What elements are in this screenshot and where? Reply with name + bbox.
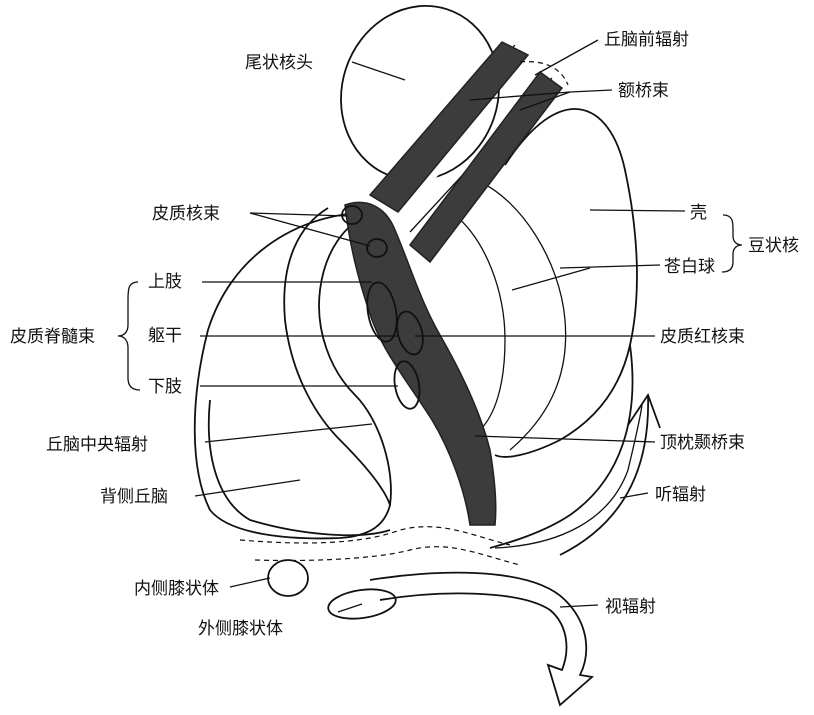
lentiform-bracket: [722, 215, 742, 272]
label-frontopontine-tract: 额桥束: [618, 81, 669, 101]
auditory-arrow: [560, 395, 660, 555]
label-parieto-occipito-temporo-pontine: 顶枕颞桥束: [660, 433, 745, 453]
label-lateral-geniculate-body: 外侧膝状体: [198, 619, 283, 639]
optic-radiation-arrow: [370, 573, 592, 705]
label-lentiform-nucleus: 豆状核: [748, 236, 799, 256]
auditory-radiation-lines: [495, 405, 642, 548]
sublenticular-dashed-2: [255, 547, 520, 565]
putamen-shape: [495, 109, 637, 457]
label-dorsal-thalamus: 背侧丘脑: [100, 487, 168, 507]
label-putamen: 壳: [690, 203, 707, 223]
label-medial-geniculate-body: 内侧膝状体: [134, 579, 219, 599]
label-upper-limb: 上肢: [148, 272, 182, 292]
label-central-thalamic-radiation: 丘脑中央辐射: [46, 435, 148, 455]
label-trunk: 躯干: [148, 326, 182, 346]
thalamus-lower-lobe: [209, 400, 390, 535]
label-anterior-thalamic-radiation: 丘脑前辐射: [604, 30, 689, 50]
label-corticonuclear-tract: 皮质核束: [152, 204, 220, 224]
lateral-boundary: [490, 345, 633, 548]
label-optic-radiation: 视辐射: [605, 597, 656, 617]
label-auditory-radiation: 听辐射: [655, 485, 706, 505]
label-caudate-head: 尾状核头: [245, 53, 313, 73]
label-corticorubral-tract: 皮质红核束: [660, 327, 745, 347]
label-globus-pallidus: 苍白球: [664, 257, 715, 277]
label-corticospinal-tract: 皮质脊髓束: [10, 327, 95, 347]
label-lower-limb: 下肢: [148, 377, 182, 397]
corticospinal-bracket: [118, 282, 140, 390]
medial-geniculate-circle: [268, 560, 308, 596]
